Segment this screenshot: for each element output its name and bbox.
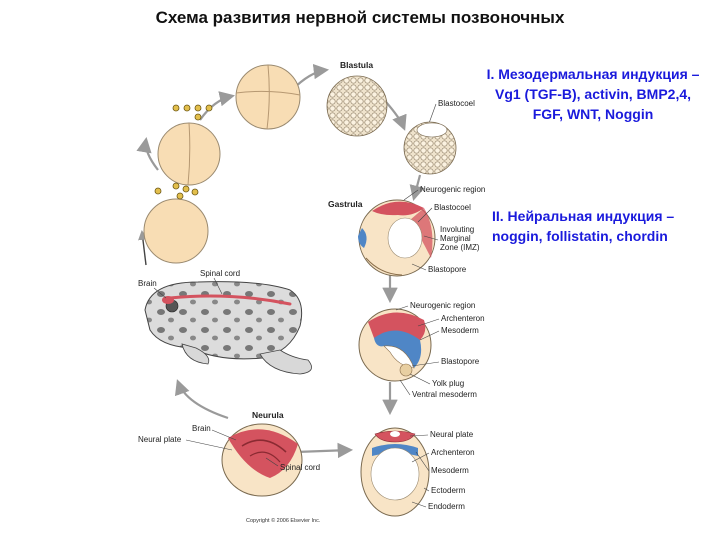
note-neural-line-1: II. Нейральная индукция – <box>492 208 675 224</box>
note-neural-induction: II. Нейральная индукция – noggin, follis… <box>492 206 720 246</box>
copyright-text: Copyright © 2006 Elsevier Inc. <box>246 517 321 524</box>
stage-neurula-label: Neurula <box>252 410 284 420</box>
page-title: Схема развития нервной системы позвоночн… <box>155 8 565 27</box>
label-yolk-plug: Yolk plug <box>432 379 464 388</box>
arrow-neurula-to-section <box>295 442 354 459</box>
note-mesodermal-line-1: I. Мезодермальная индукция – <box>486 66 700 82</box>
label-spinal-cord-frog: Spinal cord <box>200 269 240 278</box>
label-neurogenic-region-2: Neurogenic region <box>410 301 475 310</box>
arrow-4cell-to-8cell <box>199 91 236 121</box>
sperm-dots-lower <box>154 182 199 200</box>
stage-blastula-label: Blastula <box>340 60 373 70</box>
label-brain-neurula: Brain <box>192 424 211 433</box>
label-archenteron-1: Archenteron <box>441 314 485 323</box>
frog-illustration <box>144 281 312 375</box>
label-blastocoel-2: Blastocoel <box>434 203 471 212</box>
label-archenteron-2: Archenteron <box>431 448 475 457</box>
label-imz-3: Zone (IMZ) <box>440 243 480 252</box>
leaders-late-gastrula <box>395 305 440 396</box>
arrow-neurula-to-frog <box>174 379 229 420</box>
egg-8cell <box>235 64 301 130</box>
leaders-gastrula <box>403 189 439 271</box>
label-blastopore-2: Blastopore <box>441 357 480 366</box>
label-spinal-cord-neurula: Spinal cord <box>280 463 320 472</box>
label-blastocoel-top: Blastocoel <box>438 99 475 108</box>
neurula-section <box>360 427 430 517</box>
stage-gastrula-label: Gastrula <box>328 199 363 209</box>
leaders-neurula-section <box>409 434 430 508</box>
label-ectoderm: Ectoderm <box>431 486 466 495</box>
neurula-embryo <box>221 423 303 497</box>
arrow-section-to-gastrula <box>409 174 425 201</box>
label-blastopore-1: Blastopore <box>428 265 467 274</box>
leaders-frog <box>153 277 223 299</box>
label-imz-1: Involuting <box>440 225 474 234</box>
arrow-egg-to-4cell <box>136 136 159 171</box>
label-brain-frog: Brain <box>138 279 157 288</box>
leaders-neurula <box>185 429 279 467</box>
egg-4cell <box>157 122 221 186</box>
note-neural-line-2: noggin, follistatin, chordin <box>492 228 668 244</box>
blastula-embryo <box>326 75 388 137</box>
gastrula-embryo <box>358 199 436 277</box>
note-mesodermal-induction: I. Мезодермальная индукция – Vg1 (TGF-B)… <box>462 64 720 124</box>
label-neural-plate-left: Neural plate <box>138 435 182 444</box>
arrow-blastula-to-section <box>385 101 407 131</box>
label-ventral-mesoderm: Ventral mesoderm <box>412 390 477 399</box>
label-mesoderm-2: Mesoderm <box>431 466 469 475</box>
label-imz-2: Marginal <box>440 234 471 243</box>
late-gastrula-embryo <box>358 308 432 382</box>
blastula-section <box>403 121 457 175</box>
note-mesodermal-line-3: FGF, WNT, Noggin <box>532 106 654 122</box>
cycle-arrows <box>136 63 425 459</box>
note-mesodermal-line-2: Vg1 (TGF-B), activin, BMP2,4, <box>494 86 692 102</box>
arrow-frog-to-egg <box>138 230 148 266</box>
sperm-dots-upper <box>172 104 213 121</box>
label-endoderm: Endoderm <box>428 502 465 511</box>
label-mesoderm-1: Mesoderm <box>441 326 479 335</box>
label-neural-plate-right: Neural plate <box>430 430 474 439</box>
egg-1cell <box>143 198 209 264</box>
label-neurogenic-region-1: Neurogenic region <box>420 185 485 194</box>
